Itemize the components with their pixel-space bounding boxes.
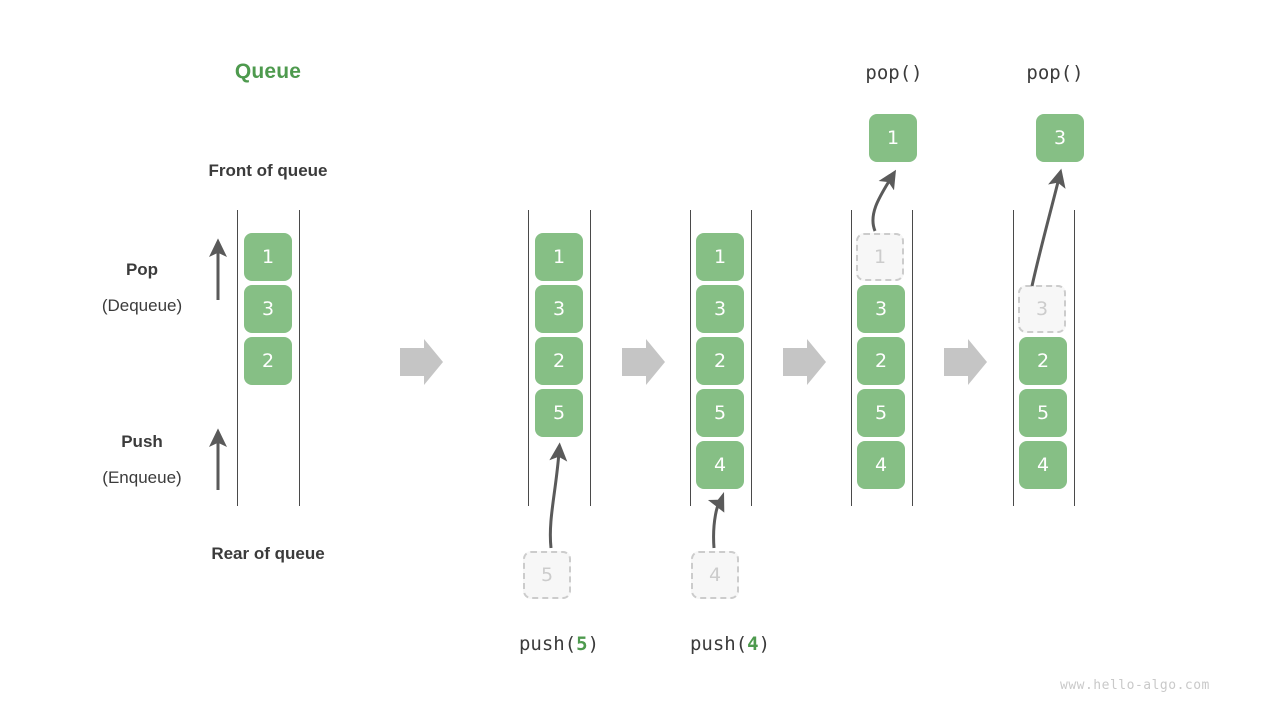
push-op-suffix: ): [758, 633, 771, 655]
queue-ghost-cell: 4: [691, 551, 739, 599]
queue-cell: 5: [535, 389, 583, 437]
queue-rail-right-4: [912, 210, 913, 506]
flow-arrow: [783, 339, 826, 385]
queue-rail-left-4: [851, 210, 852, 506]
queue-cell: 4: [857, 441, 905, 489]
queue-rail-left-3: [690, 210, 691, 506]
push-5-operation-label: push(5): [459, 633, 659, 655]
queue-cell: 1: [244, 233, 292, 281]
queue-rail-right-2: [590, 210, 591, 506]
queue-cell: 4: [696, 441, 744, 489]
push-op-suffix: ): [587, 633, 600, 655]
front-of-queue-label: Front of queue: [208, 161, 328, 180]
queue-cell: 4: [1019, 441, 1067, 489]
pop-1-motion-arrow: [871, 169, 897, 232]
flow-arrow: [400, 339, 443, 385]
queue-cell: 2: [535, 337, 583, 385]
pop-operation-label-1: pop(): [865, 62, 923, 84]
queue-rail-right-1: [299, 210, 300, 506]
queue-cell: 2: [696, 337, 744, 385]
pop-3-motion-arrow: [1030, 168, 1066, 287]
flow-arrow: [622, 339, 665, 385]
queue-cell: 1: [535, 233, 583, 281]
queue-ghost-cell: 1: [856, 233, 904, 281]
queue-rail-left-1: [237, 210, 238, 506]
queue-ghost-cell: 5: [523, 551, 571, 599]
push-label: Push: [121, 432, 163, 451]
rear-of-queue-label: Rear of queue: [211, 544, 325, 563]
queue-cell: 5: [1019, 389, 1067, 437]
queue-ghost-cell: 3: [1018, 285, 1066, 333]
enqueue-label: (Enqueue): [102, 468, 182, 487]
push-4-operation-label: push(4): [630, 633, 830, 655]
push-op-value: 5: [576, 633, 588, 655]
queue-cell: 1: [696, 233, 744, 281]
queue-rail-right-3: [751, 210, 752, 506]
page-title: Queue: [234, 60, 302, 83]
pop-label: Pop: [125, 260, 159, 279]
push-5-motion-arrow: [548, 442, 568, 549]
queue-cell: 2: [244, 337, 292, 385]
push-op-value: 4: [747, 633, 759, 655]
pop-operation-label-2: pop(): [1026, 62, 1084, 84]
queue-cell: 2: [1019, 337, 1067, 385]
push-4-motion-arrow: [707, 491, 725, 549]
queue-cell: 3: [857, 285, 905, 333]
queue-cell: 3: [244, 285, 292, 333]
push-op-prefix: push(: [518, 633, 577, 655]
popped-cell: 3: [1036, 114, 1084, 162]
push-op-prefix: push(: [689, 633, 748, 655]
queue-cell: 5: [696, 389, 744, 437]
watermark: www.hello-algo.com: [1060, 678, 1210, 693]
queue-cell: 3: [535, 285, 583, 333]
queue-cell: 5: [857, 389, 905, 437]
popped-cell: 1: [869, 114, 917, 162]
queue-cell: 3: [696, 285, 744, 333]
queue-rail-left-5: [1013, 210, 1014, 506]
queue-rail-left-2: [528, 210, 529, 506]
queue-cell: 2: [857, 337, 905, 385]
queue-rail-right-5: [1074, 210, 1075, 506]
flow-arrow: [944, 339, 987, 385]
dequeue-label: (Dequeue): [101, 296, 183, 315]
